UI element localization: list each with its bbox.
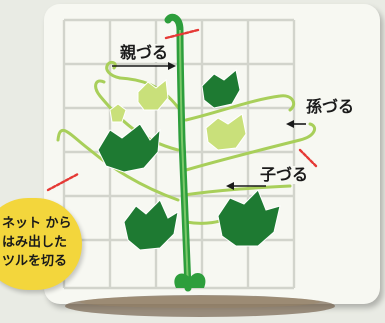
label-arrows [112, 62, 306, 190]
child-vine-label: 子づる [258, 165, 311, 184]
note-line-3: ツルを切る [2, 254, 68, 269]
note-line-2: はみ出した [2, 235, 68, 250]
cut-marks [46, 28, 318, 192]
grandchild-vine-label: 孫づる [304, 97, 357, 116]
note-line-1: ネット から [2, 216, 72, 231]
leaves [97, 69, 281, 251]
plant-base [174, 273, 206, 288]
main-vine-label: 親づる [118, 43, 171, 62]
instruction-note: ネット から はみ出した ツルを切る [0, 198, 82, 290]
